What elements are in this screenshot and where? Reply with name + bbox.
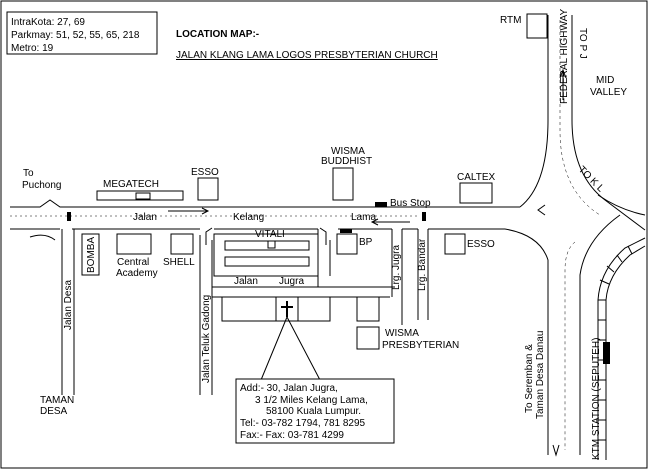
label-mid-valley-1: MID xyxy=(596,75,614,86)
bomba-building xyxy=(81,233,100,276)
label-shell: SHELL xyxy=(163,257,195,268)
label-wisma-buddhist-1: WISMA xyxy=(331,146,365,157)
label-to-pj: TO P J xyxy=(577,28,588,59)
label-caltex: CALTEX xyxy=(457,172,495,183)
central-academy-building xyxy=(116,233,152,255)
highway-south-east-edge xyxy=(579,214,621,455)
address-pointer xyxy=(260,316,321,381)
bus-route-line-2: Parkmay: 51, 52, 55, 65, 218 xyxy=(11,30,140,41)
label-wisma-presbyterian-2: PRESBYTERIAN xyxy=(382,340,459,351)
arrow-turn-access xyxy=(319,227,327,245)
highway-south-center xyxy=(564,241,576,450)
label-to-seremban-2: Taman Desa Danau xyxy=(535,331,546,419)
arrow-west xyxy=(370,218,410,226)
shell-building xyxy=(170,233,194,255)
arrow-east xyxy=(168,207,210,215)
label-rtm: RTM xyxy=(500,15,521,26)
label-central-academy-1: Central xyxy=(117,257,149,268)
label-megatech: MEGATECH xyxy=(103,179,159,190)
label-mid-valley-2: VALLEY xyxy=(590,87,627,98)
caltex-building xyxy=(459,182,493,204)
bus-route-line-1: IntraKota: 27, 69 xyxy=(11,17,85,28)
label-jalan-jugra-1: Jalan xyxy=(234,276,258,287)
label-jalan-jugra-2: Jugra xyxy=(279,276,304,287)
highway-ramp xyxy=(597,194,646,216)
label-bomba: BOMBA xyxy=(86,237,97,273)
label-bus-stop: Bus Stop xyxy=(390,198,431,209)
access-road xyxy=(317,229,331,287)
label-wisma-buddhist-2: BUDDHIST xyxy=(321,156,372,167)
map-title: LOCATION MAP:- xyxy=(176,29,259,40)
label-taman-desa-2: DESA xyxy=(40,406,68,417)
traffic-light-right xyxy=(422,212,426,221)
label-to-puchong-2: Puchong xyxy=(22,180,61,191)
wisma-presbyterian-building xyxy=(356,326,380,350)
label-esso-top: ESSO xyxy=(191,167,219,178)
label-jalan-teluk-gadong: Jalan Teluk Gadong xyxy=(201,295,212,383)
highway-center xyxy=(559,20,601,216)
address-fax: Fax:- Fax: 03-781 4299 xyxy=(240,430,344,441)
highway-south-west-edge xyxy=(504,228,549,455)
label-vitali: VITALI xyxy=(255,229,285,240)
arrow-north xyxy=(559,68,567,100)
label-to-puchong-1: To xyxy=(23,168,34,179)
label-kelang: Kelang xyxy=(233,212,264,223)
wisma-buddhist-building xyxy=(332,167,354,201)
label-to-kl: TO K L xyxy=(576,164,606,194)
vitali-marker xyxy=(267,240,276,249)
wisma-presbyterian-side xyxy=(356,296,380,322)
main-road-north-edge xyxy=(10,199,520,208)
highway-west-edge xyxy=(519,15,549,208)
rtm-building xyxy=(526,13,548,39)
label-taman-desa-1: TAMAN xyxy=(40,395,74,406)
address-line-3: 58100 Kuala Lumpur. xyxy=(266,406,361,417)
label-lama: Lama xyxy=(351,212,376,223)
esso-top-building xyxy=(197,177,219,201)
arrow-south xyxy=(552,444,560,457)
railway-line-b xyxy=(605,245,646,460)
esso-right-building xyxy=(444,233,466,255)
lrg-bandar-road xyxy=(417,229,429,320)
address-box xyxy=(235,378,395,444)
vitali-building-1 xyxy=(224,240,310,251)
label-wisma-presbyterian-1: WISMA xyxy=(385,328,419,339)
lrg-jugra-road xyxy=(391,229,403,325)
label-ktm-station: KTM STATION (SEPUTEH) xyxy=(591,338,602,460)
label-jalan-desa: Jalan Desa xyxy=(63,280,74,330)
address-line-2: 3 1/2 Miles Kelang Lama, xyxy=(255,395,368,406)
label-central-academy-2: Academy xyxy=(116,268,158,279)
arrow-slip xyxy=(537,204,546,216)
label-lrg-jugra: Lrg. Jugra xyxy=(391,245,402,290)
ktm-station-marker xyxy=(603,342,610,364)
traffic-light-left xyxy=(67,212,71,221)
road-bend xyxy=(29,234,56,241)
jalan-teluk-gadong-road xyxy=(199,235,213,395)
bus-routes-box xyxy=(6,11,158,55)
address-tel: Tel:- 03-782 1794, 781 8295 xyxy=(240,418,366,429)
bp-building xyxy=(336,233,358,255)
label-esso-right: ESSO xyxy=(467,239,495,250)
bus-stop-marker xyxy=(375,202,387,207)
label-lrg-bandar: Lrg. Bandar xyxy=(417,238,428,291)
railway-sleepers xyxy=(598,245,633,441)
megatech-marker xyxy=(135,192,151,200)
jalan-desa-road xyxy=(61,229,75,395)
map-subtitle: JALAN KLANG LAMA LOGOS PRESBYTERIAN CHUR… xyxy=(176,50,438,61)
arrow-turn-teluk-gadong xyxy=(205,227,213,245)
label-jalan: Jalan xyxy=(133,212,157,223)
vitali-building-2 xyxy=(224,256,310,267)
church-cross-icon xyxy=(281,301,293,317)
address-line-1: Add:- 30, Jalan Jugra, xyxy=(240,383,338,394)
jalan-jugra-road xyxy=(212,286,395,298)
label-to-seremban-1: To Seremban & xyxy=(524,344,535,413)
label-federal-highway: FEDERAL HIGHWAY xyxy=(559,8,570,104)
vitali-block xyxy=(213,233,319,277)
bp-marker xyxy=(340,229,352,233)
label-bp: BP xyxy=(359,237,373,248)
bus-route-line-3: Metro: 19 xyxy=(11,43,54,54)
